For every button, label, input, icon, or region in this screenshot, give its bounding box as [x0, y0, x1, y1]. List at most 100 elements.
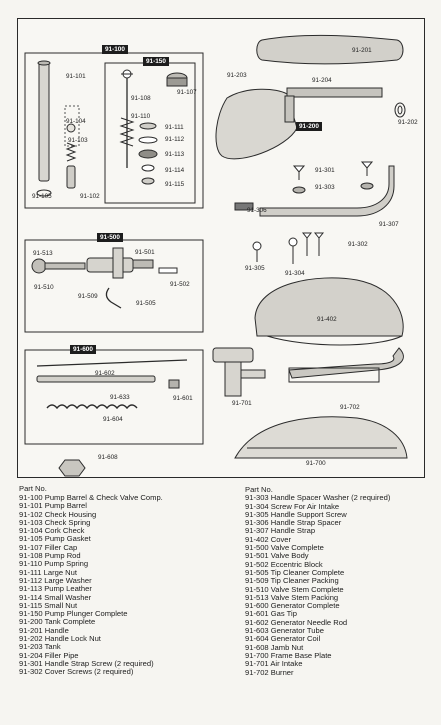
label-91-604: 91-604	[103, 416, 123, 423]
part-row: 91-100 Pump Barrel & Check Valve Comp.	[19, 493, 163, 502]
handle-spacer-washers	[292, 182, 374, 194]
label-91-509: 91-509	[78, 293, 98, 300]
part-row: 91-202 Handle Lock Nut	[19, 634, 101, 644]
parts-list-right-title: Part No.	[245, 485, 273, 494]
part-row: 91-108 Pump Rod	[19, 551, 81, 561]
part-row: 91-305 Handle Support Screw	[245, 509, 347, 519]
label-91-633: 91-633	[110, 394, 130, 401]
label-91-112: 91-112	[165, 136, 185, 143]
label-91-114: 91-114	[165, 167, 185, 174]
pump-rod	[121, 69, 133, 168]
part-row: 91-104 Cork Check	[19, 526, 85, 536]
cover	[254, 277, 404, 346]
part-row: 91-603 Generator Tube	[245, 626, 324, 636]
label-91-307: 91-307	[379, 221, 399, 228]
label-91-102: 91-102	[80, 193, 100, 200]
part-row: 91-509 Tip Cleaner Packing	[245, 576, 339, 586]
label-91-103: 91-103	[68, 137, 88, 144]
part-row: 91-513 Valve Stem Packing	[245, 592, 339, 602]
pump-gasket	[36, 189, 52, 197]
tank	[215, 88, 298, 160]
part-row: 91-105 Pump Gasket	[19, 534, 91, 544]
part-row: 91-500 Valve Complete	[245, 543, 324, 553]
part-row: 91-111 Large Nut	[19, 567, 77, 577]
part-row: 91-114 Small Washer	[19, 592, 92, 602]
frame-base-plate	[234, 416, 408, 459]
label-91-402: 91-402	[317, 316, 337, 323]
part-row: 91-307 Handle Strap	[245, 526, 316, 536]
part-row: 91-110 Pump Spring	[19, 559, 89, 569]
handle	[256, 34, 404, 65]
part-row: 91-107 Filler Cap	[19, 542, 78, 552]
label-91-104: 91-104	[66, 118, 86, 125]
label-91-115: 91-115	[165, 181, 185, 188]
part-row: 91-304 Screw For Air Intake	[245, 501, 340, 511]
label-91-201: 91-201	[352, 47, 372, 54]
part-row: 91-113 Pump Leather	[19, 584, 92, 594]
pump-barrel	[37, 60, 51, 182]
tag-91-500: 91-500	[97, 233, 123, 242]
part-row: 91-303 Handle Spacer Washer (2 required)	[245, 493, 391, 503]
part-row: 91-301 Handle Strap Screw (2 required)	[19, 658, 154, 668]
part-row: 91-601 Gas Tip	[245, 609, 297, 619]
burner	[288, 347, 404, 383]
part-row: 91-306 Handle Strap Spacer	[245, 518, 342, 528]
part-row: 91-200 Tank Complete	[19, 617, 96, 627]
parts-list-left: 91-100 Pump Barrel & Check Valve Comp. 9…	[19, 493, 163, 677]
tag-91-200: 91-200	[296, 122, 322, 131]
handle-lock-nut	[394, 102, 406, 118]
parts-list-right: Part No. 91-303 Handle Spacer Washer (2 …	[245, 485, 391, 677]
label-91-302: 91-302	[348, 241, 368, 248]
part-row: 91-112 Large Washer	[19, 575, 92, 585]
check-detail-frame	[64, 105, 80, 147]
handle-strap-screws	[292, 161, 374, 180]
valve-stem	[31, 258, 86, 274]
tag-91-100: 91-100	[102, 45, 128, 54]
filler-cap	[166, 72, 188, 87]
part-row: 91-608 Jamb Nut	[245, 642, 304, 652]
label-91-108: 91-108	[131, 95, 151, 102]
jamb-nut	[58, 459, 86, 477]
label-91-111: 91-111	[165, 124, 184, 131]
label-91-105: 91-105	[32, 193, 52, 200]
small-screws	[252, 232, 325, 264]
check-housing	[66, 123, 76, 189]
pump-spring	[119, 117, 135, 147]
label-91-305: 91-305	[245, 265, 265, 272]
eccentric-block	[158, 267, 178, 274]
part-row: 91-115 Small Nut	[19, 600, 78, 610]
label-91-608: 91-608	[98, 454, 118, 461]
part-row: 91-602 Generator Needle Rod	[245, 617, 348, 627]
label-91-107: 91-107	[177, 89, 197, 96]
label-91-502: 91-502	[170, 281, 190, 288]
tag-91-600: 91-600	[70, 345, 96, 354]
label-91-301: 91-301	[315, 167, 335, 174]
label-91-510: 91-510	[34, 284, 54, 291]
part-row: 91-702 Burner	[245, 667, 294, 677]
label-91-204: 91-204	[312, 77, 332, 84]
part-row: 91-150 Pump Plunger Complete	[19, 609, 128, 619]
label-91-202: 91-202	[398, 119, 418, 126]
label-91-110: 91-110	[131, 113, 151, 120]
label-91-700: 91-700	[306, 460, 326, 467]
part-row: 91-201 Handle	[19, 625, 69, 635]
part-row: 91-101 Pump Barrel	[19, 501, 87, 511]
filler-pipe	[284, 87, 383, 123]
label-91-113: 91-113	[165, 151, 185, 158]
air-intake	[212, 347, 266, 397]
gas-tip	[168, 379, 180, 389]
generator-needle-rod	[36, 359, 188, 367]
label-91-304: 91-304	[285, 270, 305, 277]
generator-tube	[36, 375, 156, 383]
label-91-306: 91-306	[247, 207, 267, 214]
parts-list-title: Part No.	[19, 484, 47, 493]
label-91-513: 91-513	[33, 250, 53, 257]
label-91-601: 91-601	[173, 395, 193, 402]
tag-91-150: 91-150	[143, 57, 169, 66]
pump-plunger-stack	[138, 122, 158, 185]
part-row: 91-204 Filler Pipe	[19, 650, 79, 660]
part-row: 91-604 Generator Coil	[245, 634, 321, 644]
label-91-303: 91-303	[315, 184, 335, 191]
handle-strap	[259, 165, 395, 217]
label-91-702: 91-702	[340, 404, 360, 411]
